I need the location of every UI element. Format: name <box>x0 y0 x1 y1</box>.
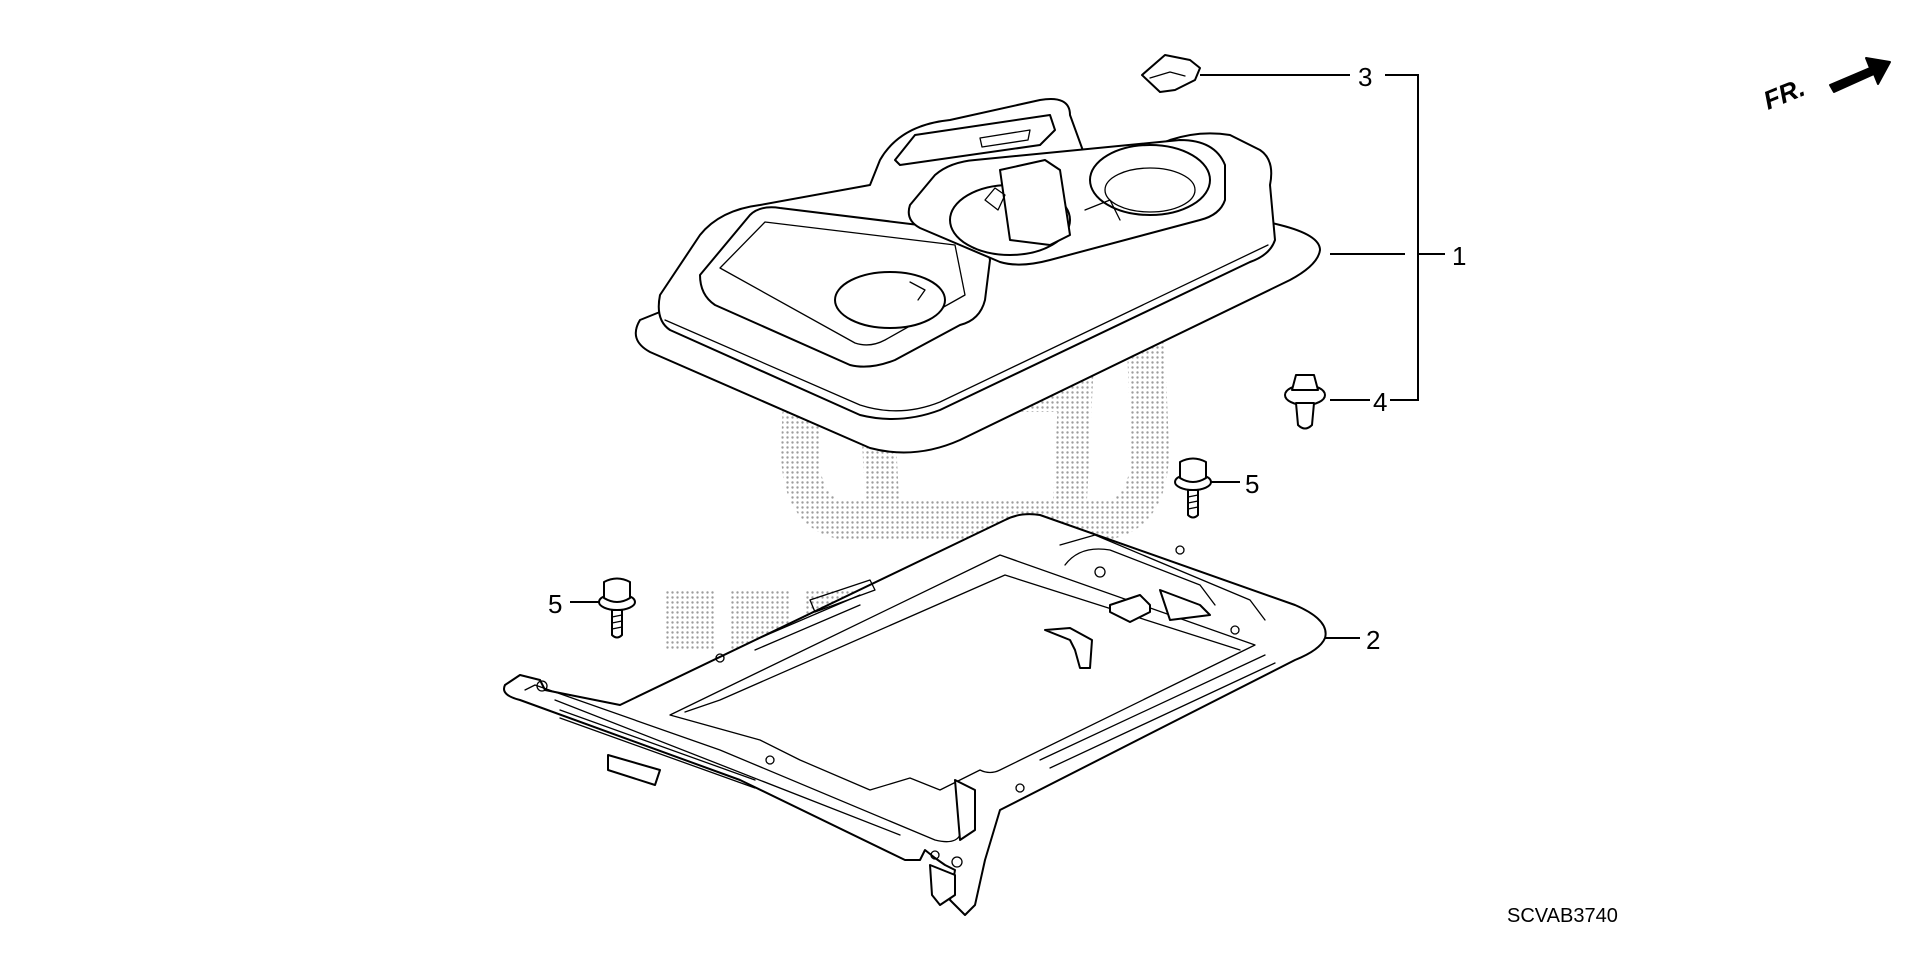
callout-1: 1 <box>1452 241 1466 271</box>
callout-5-lower: 5 <box>548 589 562 619</box>
console-bracket-part-2 <box>503 513 1327 916</box>
callout-2: 2 <box>1366 625 1380 655</box>
front-direction-indicator: FR. <box>1759 57 1891 116</box>
clip-part-3 <box>1141 54 1201 93</box>
callout-4: 4 <box>1373 387 1387 417</box>
direction-label: FR. <box>1759 72 1809 116</box>
callout-5-upper: 5 <box>1245 469 1259 499</box>
push-clip-part-4 <box>1284 374 1326 430</box>
direction-arrow-icon <box>1829 57 1891 93</box>
diagram-code: SCVAB3740 <box>1507 905 1618 927</box>
bolt-part-5-lower <box>598 577 636 639</box>
bolt-part-5-upper <box>1174 457 1212 519</box>
console-cover-part-1 <box>634 98 1321 454</box>
leader-lines <box>570 74 1445 639</box>
callout-3: 3 <box>1358 62 1372 92</box>
